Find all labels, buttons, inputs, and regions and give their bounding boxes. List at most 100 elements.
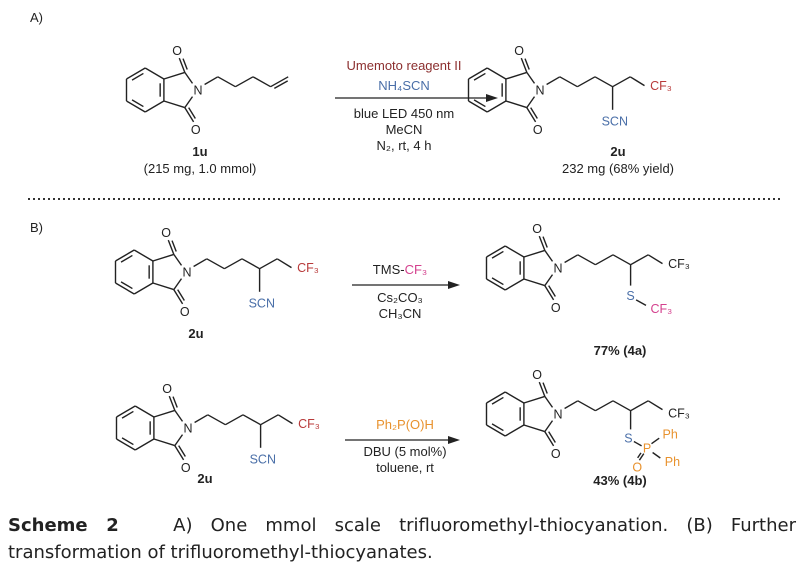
bond xyxy=(120,281,133,290)
compound-4b-yield: 43% (4b) xyxy=(593,473,646,488)
bond xyxy=(171,240,177,252)
bond xyxy=(168,395,176,411)
atom-cf3: CF₃ xyxy=(668,257,690,271)
bond xyxy=(491,277,504,286)
bond xyxy=(178,445,186,457)
bond xyxy=(577,76,596,88)
bond xyxy=(172,396,178,408)
compound-4a-yield: 77% (4a) xyxy=(594,343,647,358)
bond-layer xyxy=(114,57,663,461)
compound-1u-label: 1u xyxy=(192,144,207,159)
atom-scn: SCN xyxy=(602,114,628,128)
bond xyxy=(115,282,135,295)
bond xyxy=(225,414,244,426)
atom-o: O xyxy=(172,44,182,58)
reagent-ph2poh: Ph₂P(O)H xyxy=(376,417,434,432)
bond xyxy=(188,107,196,119)
bond xyxy=(115,249,135,262)
bond xyxy=(206,258,225,270)
bond xyxy=(633,440,642,447)
bond xyxy=(131,99,144,108)
arrowhead xyxy=(448,436,460,444)
bond xyxy=(637,452,642,459)
bond xyxy=(468,100,488,113)
bond xyxy=(167,239,175,255)
condition-solvent: MeCN xyxy=(386,122,423,137)
bond xyxy=(241,258,260,270)
bond xyxy=(635,299,647,307)
bond xyxy=(544,249,554,262)
bond xyxy=(577,254,596,266)
bond xyxy=(174,445,185,461)
atom-n: N xyxy=(182,266,191,280)
bond xyxy=(276,258,292,269)
bond xyxy=(548,285,556,297)
bond xyxy=(526,71,536,84)
figure-caption: Scheme 2 A) One mmol scale trifluorometh… xyxy=(8,512,796,566)
atom-n: N xyxy=(183,422,192,436)
bond xyxy=(523,249,546,258)
bond xyxy=(530,107,538,119)
bond xyxy=(594,76,613,88)
bond xyxy=(564,400,579,410)
bond xyxy=(612,76,631,88)
atom-scn: SCN xyxy=(249,296,275,310)
compound-2u-label-b2: 2u xyxy=(197,471,212,486)
bond xyxy=(651,437,660,445)
atom-scn: SCN xyxy=(250,452,276,466)
bond xyxy=(544,420,554,433)
bond xyxy=(134,405,155,418)
bond xyxy=(505,100,528,109)
bond xyxy=(184,107,195,123)
reagent-solvent-toluene: toluene, rt xyxy=(376,460,434,475)
compound-2u-label: 2u xyxy=(610,144,625,159)
bond xyxy=(134,438,155,451)
atom-o: O xyxy=(551,301,561,315)
atom-s: S xyxy=(626,289,634,303)
bond xyxy=(473,99,486,108)
bond xyxy=(544,431,555,447)
bond xyxy=(116,405,136,418)
bond xyxy=(217,76,236,88)
bond xyxy=(144,100,165,113)
bond xyxy=(595,400,614,412)
bond xyxy=(174,434,184,447)
atom-o: O xyxy=(162,382,172,396)
bond xyxy=(504,424,525,437)
bond xyxy=(131,72,144,81)
bond xyxy=(173,253,183,266)
bond xyxy=(184,71,194,84)
bond xyxy=(270,76,289,88)
atom-o: O xyxy=(532,368,542,382)
atom-ph: Ph xyxy=(665,455,680,469)
bond xyxy=(544,285,555,301)
bond xyxy=(120,254,133,263)
atom-cf3: CF₃ xyxy=(651,302,673,316)
bond xyxy=(538,235,546,251)
bond xyxy=(542,382,548,394)
bond xyxy=(273,80,289,89)
bond xyxy=(526,96,536,109)
bond xyxy=(277,414,293,425)
bond xyxy=(595,254,614,266)
atom-o: O xyxy=(181,461,191,475)
bond xyxy=(182,58,188,70)
bond xyxy=(524,58,530,70)
bond xyxy=(486,391,506,404)
bond xyxy=(548,431,556,443)
bond xyxy=(504,278,525,291)
bond xyxy=(630,254,649,266)
atom-o: O xyxy=(191,123,201,137)
atom-o: O xyxy=(632,460,642,474)
atom-cf3: CF₃ xyxy=(297,261,319,275)
bond xyxy=(546,76,561,86)
bond xyxy=(242,414,261,426)
bond xyxy=(473,72,486,81)
bond xyxy=(235,76,254,88)
bond xyxy=(174,409,184,422)
bond xyxy=(486,278,506,291)
bond xyxy=(133,249,154,262)
